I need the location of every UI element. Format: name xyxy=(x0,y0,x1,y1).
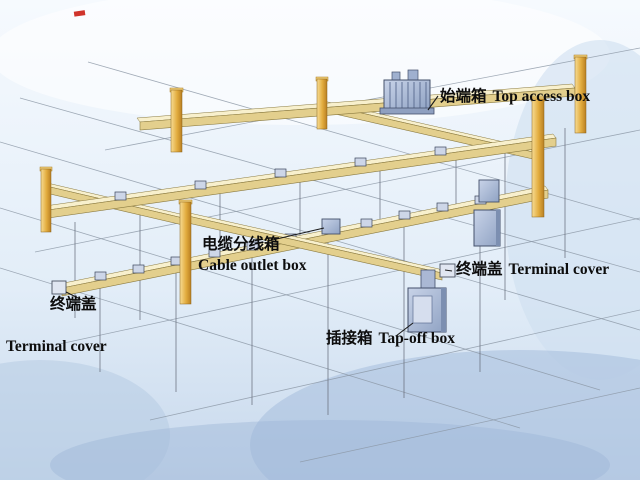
tap-off-box xyxy=(407,269,447,333)
cable-outlet-box xyxy=(321,218,341,235)
column-left xyxy=(39,166,53,233)
column-top-center xyxy=(315,76,329,130)
column-top-left xyxy=(169,87,184,153)
label-cable-outlet-box-en: Cable outlet box xyxy=(198,257,307,274)
top-access-box xyxy=(379,69,435,115)
red-watermark-mark xyxy=(73,10,86,17)
label-terminal-cover-left-en: Terminal cover xyxy=(6,338,107,355)
column-right xyxy=(530,96,546,218)
label-terminal-cover-left-cn: 终端盖 xyxy=(50,294,97,313)
support-columns xyxy=(39,54,588,305)
busway-run-middle xyxy=(44,133,557,219)
column-center xyxy=(178,199,193,305)
suspension-rods xyxy=(74,128,566,415)
label-cable-outlet-box-cn: 电缆分线箱 xyxy=(202,234,280,253)
column-far-right xyxy=(573,54,588,134)
terminal-cover-left-cap xyxy=(51,280,67,295)
right-feeder-boxes xyxy=(473,179,501,247)
label-pointer-lines xyxy=(65,95,453,337)
